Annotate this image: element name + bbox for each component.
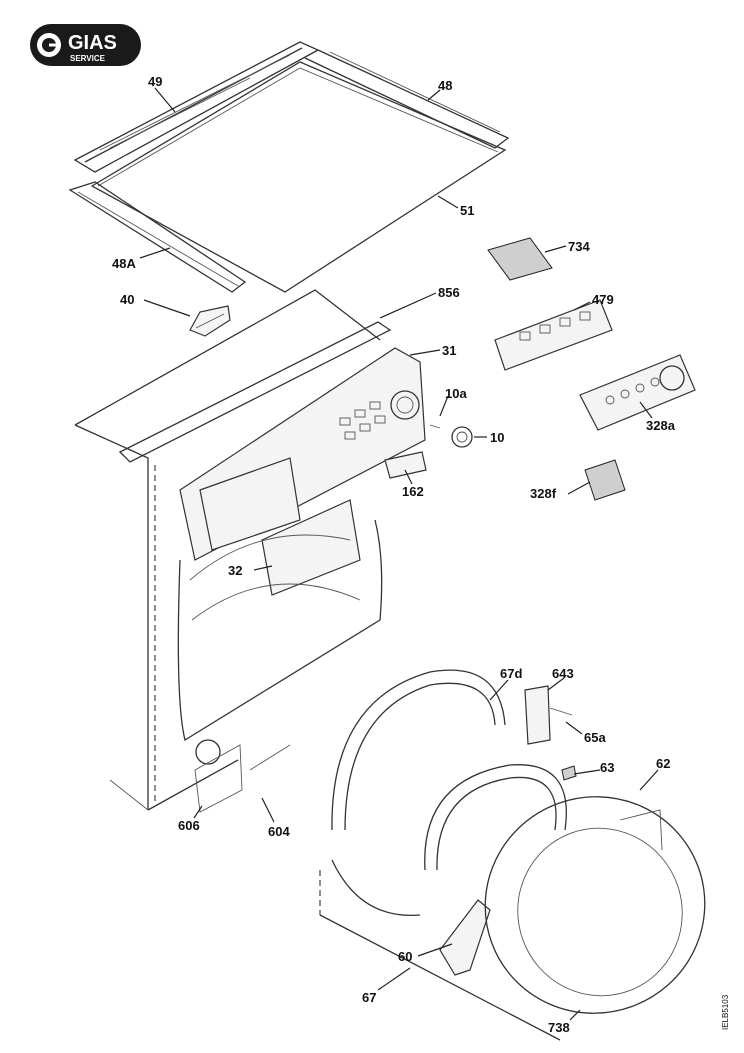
label-60: 60 (398, 949, 412, 964)
label-51: 51 (460, 203, 474, 218)
label-10a: 10a (445, 386, 467, 401)
label-67d: 67d (500, 666, 522, 681)
label-162: 162 (402, 484, 424, 499)
label-49: 49 (148, 74, 162, 89)
drawing-code: IELB5103 (721, 994, 730, 1030)
label-48a: 48A (112, 256, 136, 271)
label-48: 48 (438, 78, 452, 93)
part-labels: 49 48 51 734 48A 40 856 479 31 10a 10 32… (112, 74, 676, 1035)
right-upper-parts (384, 237, 696, 501)
gias-service-logo: GIAS SERVICE (30, 24, 141, 66)
label-63: 63 (600, 760, 614, 775)
door-assembly (319, 669, 706, 1041)
label-604: 604 (268, 824, 290, 839)
label-10: 10 (490, 430, 504, 445)
label-67: 67 (362, 990, 376, 1005)
label-738: 738 (548, 1020, 570, 1035)
label-479: 479 (592, 292, 614, 307)
leader-lines (139, 87, 659, 1021)
logo-brand: GIAS (68, 32, 117, 54)
top-lid-assembly (68, 41, 510, 337)
label-32: 32 (228, 563, 242, 578)
label-606: 606 (178, 818, 200, 833)
label-734: 734 (568, 239, 590, 254)
label-856: 856 (438, 285, 460, 300)
label-31: 31 (442, 343, 456, 358)
logo-sub: SERVICE (70, 54, 106, 63)
cabinet-body (74, 289, 426, 813)
label-328a: 328a (646, 418, 676, 433)
label-62: 62 (656, 756, 670, 771)
label-328f: 328f (530, 486, 557, 501)
label-65a: 65a (584, 730, 606, 745)
label-40: 40 (120, 292, 134, 307)
label-643: 643 (552, 666, 574, 681)
